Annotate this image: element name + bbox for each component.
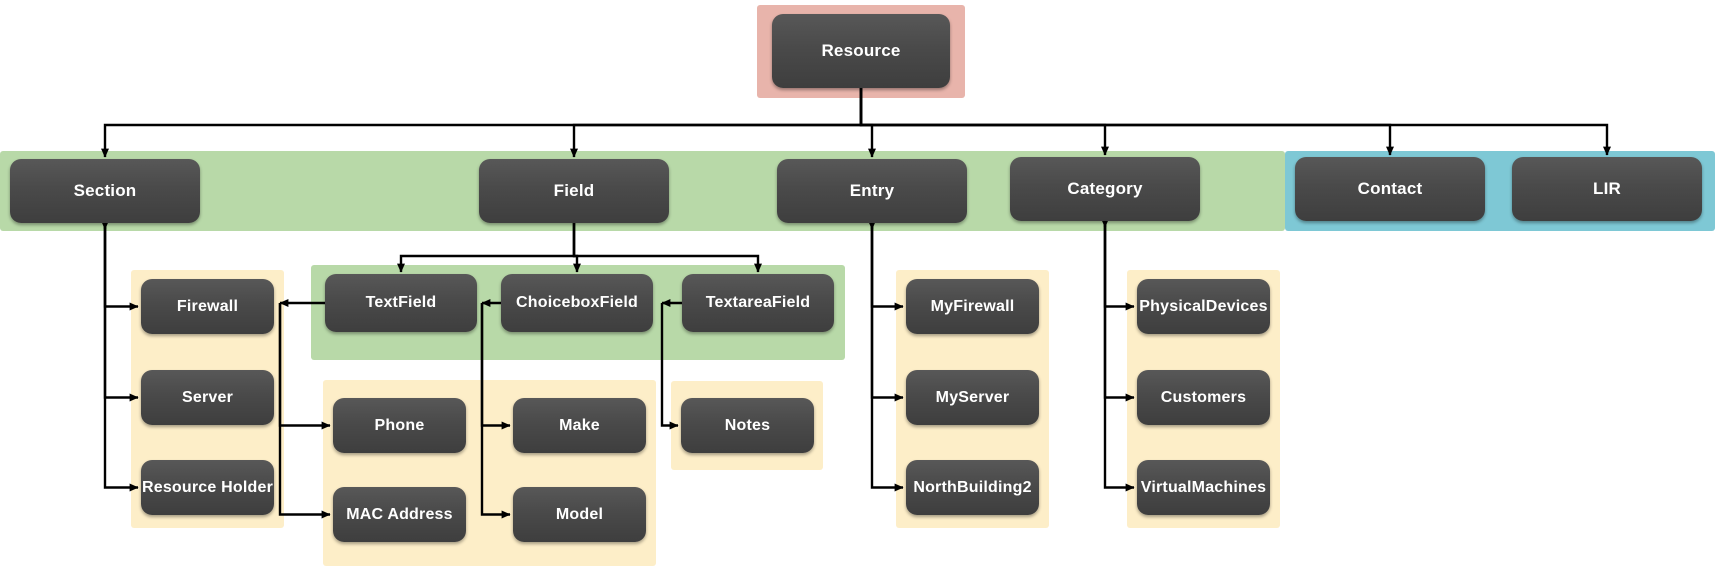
- node-label: Notes: [724, 416, 771, 434]
- node-label: Contact: [1357, 179, 1423, 198]
- node-category[interactable]: Category: [1010, 157, 1200, 221]
- node-label: Field: [553, 181, 595, 200]
- node-notes[interactable]: Notes: [681, 398, 814, 453]
- edge-resource-section: [101, 88, 863, 158]
- node-label: Resource: [821, 41, 901, 60]
- node-myfirewall[interactable]: MyFirewall: [906, 279, 1039, 334]
- node-label: Make: [559, 416, 600, 434]
- node-customers[interactable]: Customers: [1137, 370, 1270, 425]
- node-choiceboxfield[interactable]: ChoiceboxField: [501, 274, 653, 332]
- node-northbuilding2[interactable]: NorthBuilding2: [906, 460, 1039, 515]
- edge-resource-category: [859, 88, 1109, 156]
- node-label: VirtualMachines: [1140, 478, 1267, 496]
- node-phone[interactable]: Phone: [333, 398, 466, 453]
- edge-resource-field: [570, 88, 863, 158]
- node-label: Phone: [374, 416, 425, 434]
- node-model[interactable]: Model: [513, 487, 646, 542]
- node-label: MyFirewall: [930, 297, 1015, 315]
- node-resource-holder[interactable]: Resource Holder: [141, 460, 274, 515]
- node-myserver[interactable]: MyServer: [906, 370, 1039, 425]
- node-label: Server: [181, 388, 234, 406]
- node-label: Resource Holder: [141, 478, 274, 496]
- node-contact[interactable]: Contact: [1295, 157, 1485, 221]
- node-resource[interactable]: Resource: [772, 14, 950, 88]
- node-mac-address[interactable]: MAC Address: [333, 487, 466, 542]
- edge-resource-lir: [859, 88, 1611, 156]
- node-label: LIR: [1593, 179, 1621, 198]
- node-label: NorthBuilding2: [913, 478, 1032, 496]
- node-field[interactable]: Field: [479, 159, 669, 223]
- edge-resource-entry: [859, 88, 876, 158]
- node-firewall[interactable]: Firewall: [141, 279, 274, 334]
- node-label: ChoiceboxField: [516, 294, 638, 311]
- node-make[interactable]: Make: [513, 398, 646, 453]
- node-server[interactable]: Server: [141, 370, 274, 425]
- node-label: Category: [1067, 179, 1143, 198]
- node-physicaldevices[interactable]: PhysicalDevices: [1137, 279, 1270, 334]
- node-label: Section: [73, 181, 137, 200]
- edge-resource-contact: [859, 88, 1394, 156]
- node-label: Customers: [1160, 388, 1247, 406]
- node-section[interactable]: Section: [10, 159, 200, 223]
- node-label: TextField: [365, 294, 437, 311]
- node-entry[interactable]: Entry: [777, 159, 967, 223]
- node-label: Firewall: [176, 297, 239, 315]
- node-label: MyServer: [935, 388, 1010, 406]
- node-label: Entry: [849, 181, 895, 200]
- node-label: PhysicalDevices: [1139, 297, 1268, 315]
- node-label: TextareaField: [705, 294, 811, 311]
- node-lir[interactable]: LIR: [1512, 157, 1702, 221]
- node-virtualmachines[interactable]: VirtualMachines: [1137, 460, 1270, 515]
- node-textareafield[interactable]: TextareaField: [682, 274, 834, 332]
- node-label: Model: [555, 505, 604, 523]
- node-label: MAC Address: [346, 505, 453, 523]
- node-textfield[interactable]: TextField: [325, 274, 477, 332]
